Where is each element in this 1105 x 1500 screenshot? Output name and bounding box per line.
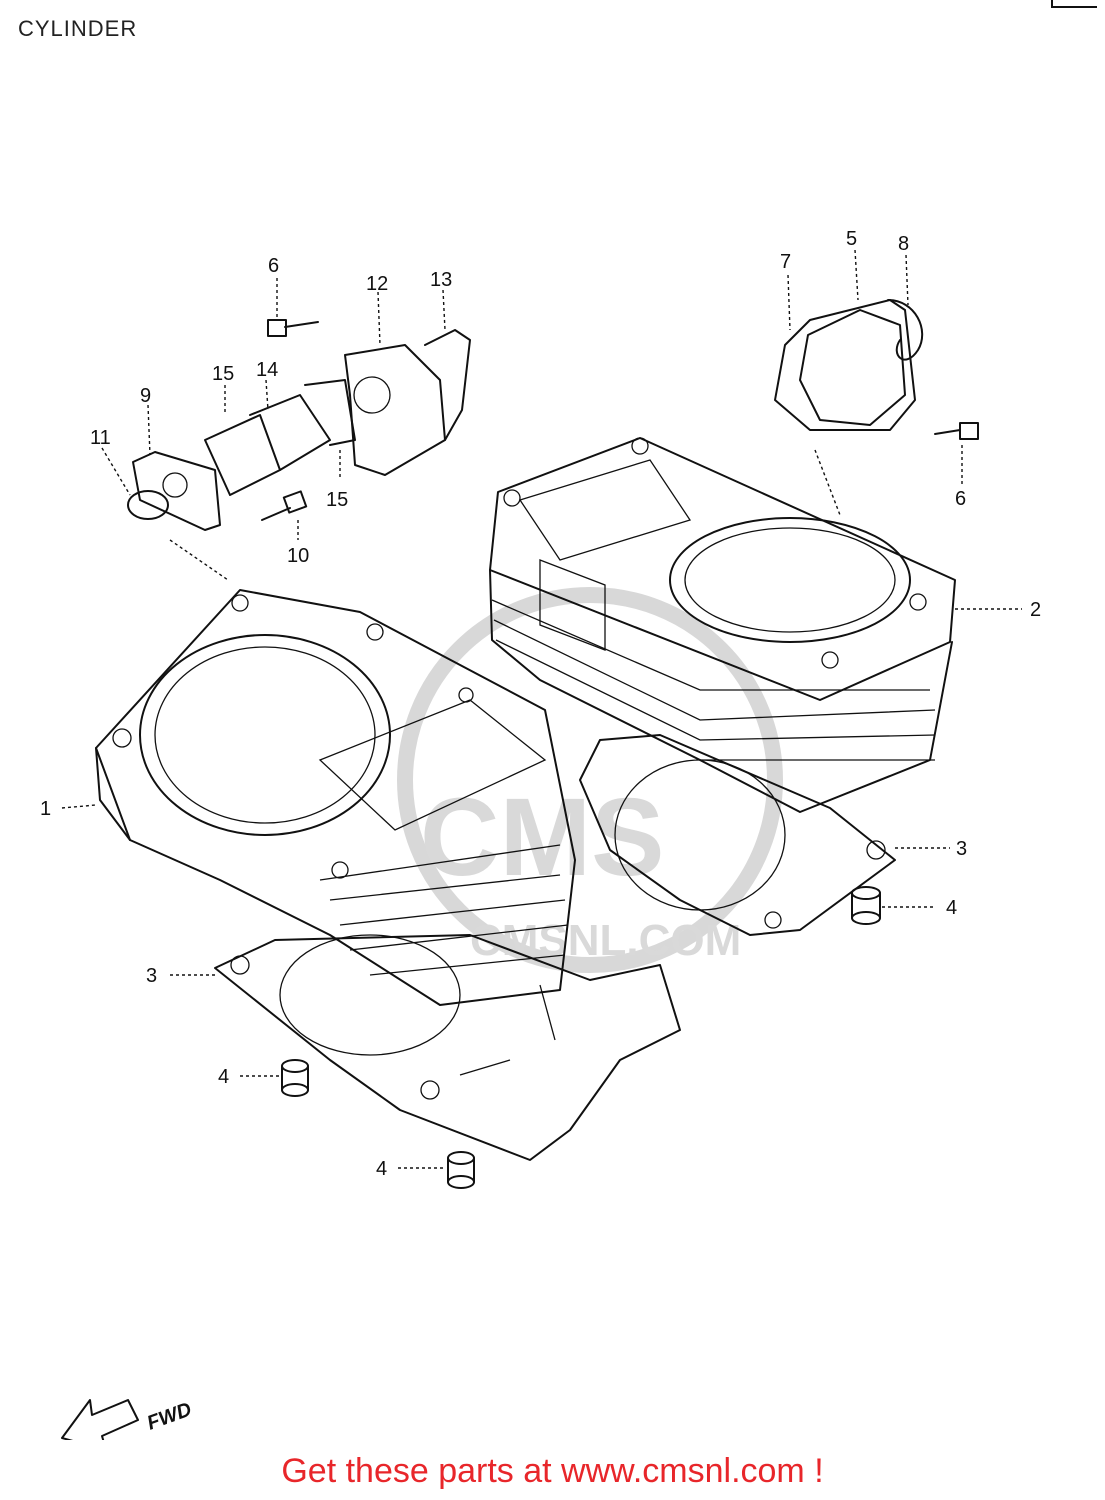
bolt-6-left — [267, 319, 319, 337]
footer-link-text[interactable]: Get these parts at www.cmsnl.com ! — [281, 1452, 824, 1490]
callout-11: 11 — [90, 427, 111, 449]
dowel-pin-right — [851, 886, 881, 925]
callout-8: 8 — [898, 233, 909, 255]
callout-14: 14 — [256, 359, 278, 381]
water-joint-12 — [344, 344, 446, 476]
o-ring-8 — [887, 299, 924, 361]
cover-5 — [799, 309, 906, 426]
intake-pipe-9 — [132, 451, 221, 531]
callout-6-right: 6 — [955, 488, 966, 510]
dowel-pin-front-upper — [281, 1059, 309, 1097]
rear-cylinder — [489, 437, 956, 813]
diagram-title: CYLINDER — [18, 16, 138, 41]
gasket-7 — [774, 299, 916, 431]
corner-mark — [1051, 0, 1097, 8]
dowel-pin-front-lower — [447, 1151, 475, 1189]
callout-15-left: 15 — [212, 363, 234, 385]
callout-5: 5 — [846, 228, 857, 250]
callouts: 1 2 3 3 4 4 4 5 6 6 7 8 9 10 11 12 13 14… — [40, 228, 1041, 1180]
front-cylinder — [95, 589, 576, 1006]
callout-4-front-lower: 4 — [376, 1158, 387, 1180]
fwd-label: FWD — [144, 1398, 194, 1434]
callout-12: 12 — [366, 273, 388, 295]
exploded-parts-diagram: CMS CMSNL.COM — [40, 228, 1041, 1440]
callout-6-left: 6 — [268, 255, 279, 277]
callout-3-front: 3 — [146, 965, 157, 987]
watermark: CMS CMSNL.COM — [397, 587, 783, 973]
o-ring-11 — [127, 490, 169, 520]
callout-4-front-upper: 4 — [218, 1066, 229, 1088]
callout-15-right: 15 — [326, 489, 348, 511]
hose-14 — [249, 394, 331, 471]
watermark-text: CMSNL.COM — [470, 916, 741, 965]
forward-direction-indicator: FWD — [61, 1398, 195, 1440]
callout-4-right: 4 — [946, 897, 957, 919]
watermark-logo-text: CMS — [420, 776, 664, 899]
outlet-assembly — [774, 299, 979, 440]
leader-lines — [61, 249, 1022, 1169]
callout-1: 1 — [40, 798, 51, 820]
callout-10: 10 — [287, 545, 309, 567]
o-ring-13 — [424, 329, 471, 441]
callout-3-rear: 3 — [956, 838, 967, 860]
callout-9: 9 — [140, 385, 151, 407]
callout-2: 2 — [1030, 599, 1041, 621]
fwd-arrow-icon — [61, 1399, 139, 1440]
bolt-6-right — [934, 422, 979, 440]
front-base-gasket — [214, 934, 681, 1161]
callout-7: 7 — [780, 251, 791, 273]
intake-pipe-assembly — [127, 319, 471, 531]
clamp-15-right — [304, 379, 356, 446]
bolt-10 — [261, 490, 308, 521]
callout-13: 13 — [430, 269, 452, 291]
